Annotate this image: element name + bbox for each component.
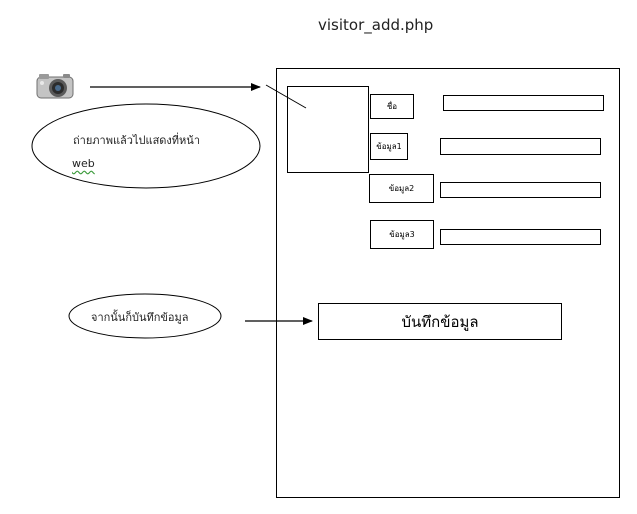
camera-icon <box>36 73 74 99</box>
save-note-ellipse <box>68 293 222 339</box>
photo-placeholder <box>287 86 369 173</box>
page-mockup-frame <box>276 68 620 498</box>
field-label-data2: ข้อมูล2 <box>369 174 434 203</box>
photo-note-ellipse <box>31 103 261 189</box>
save-button[interactable]: บันทึกข้อมูล <box>318 303 562 340</box>
photo-note-line1: ถ่ายภาพแล้วไปแสดงที่หน้า <box>73 134 200 147</box>
field-label-data3: ข้อมูล3 <box>370 220 434 249</box>
field-label-data1: ข้อมูล1 <box>370 133 408 160</box>
data1-input[interactable] <box>440 138 601 155</box>
data3-input[interactable] <box>440 229 601 245</box>
page-title: visitor_add.php <box>318 16 434 34</box>
photo-note-line2: web <box>72 157 95 170</box>
name-input[interactable] <box>443 95 604 111</box>
save-note-text: จากนั้นก็บันทึกข้อมูล <box>91 311 189 324</box>
camera-to-photo-box-line <box>265 84 307 109</box>
data2-input[interactable] <box>440 182 601 198</box>
field-label-name: ชื่อ <box>370 94 414 119</box>
